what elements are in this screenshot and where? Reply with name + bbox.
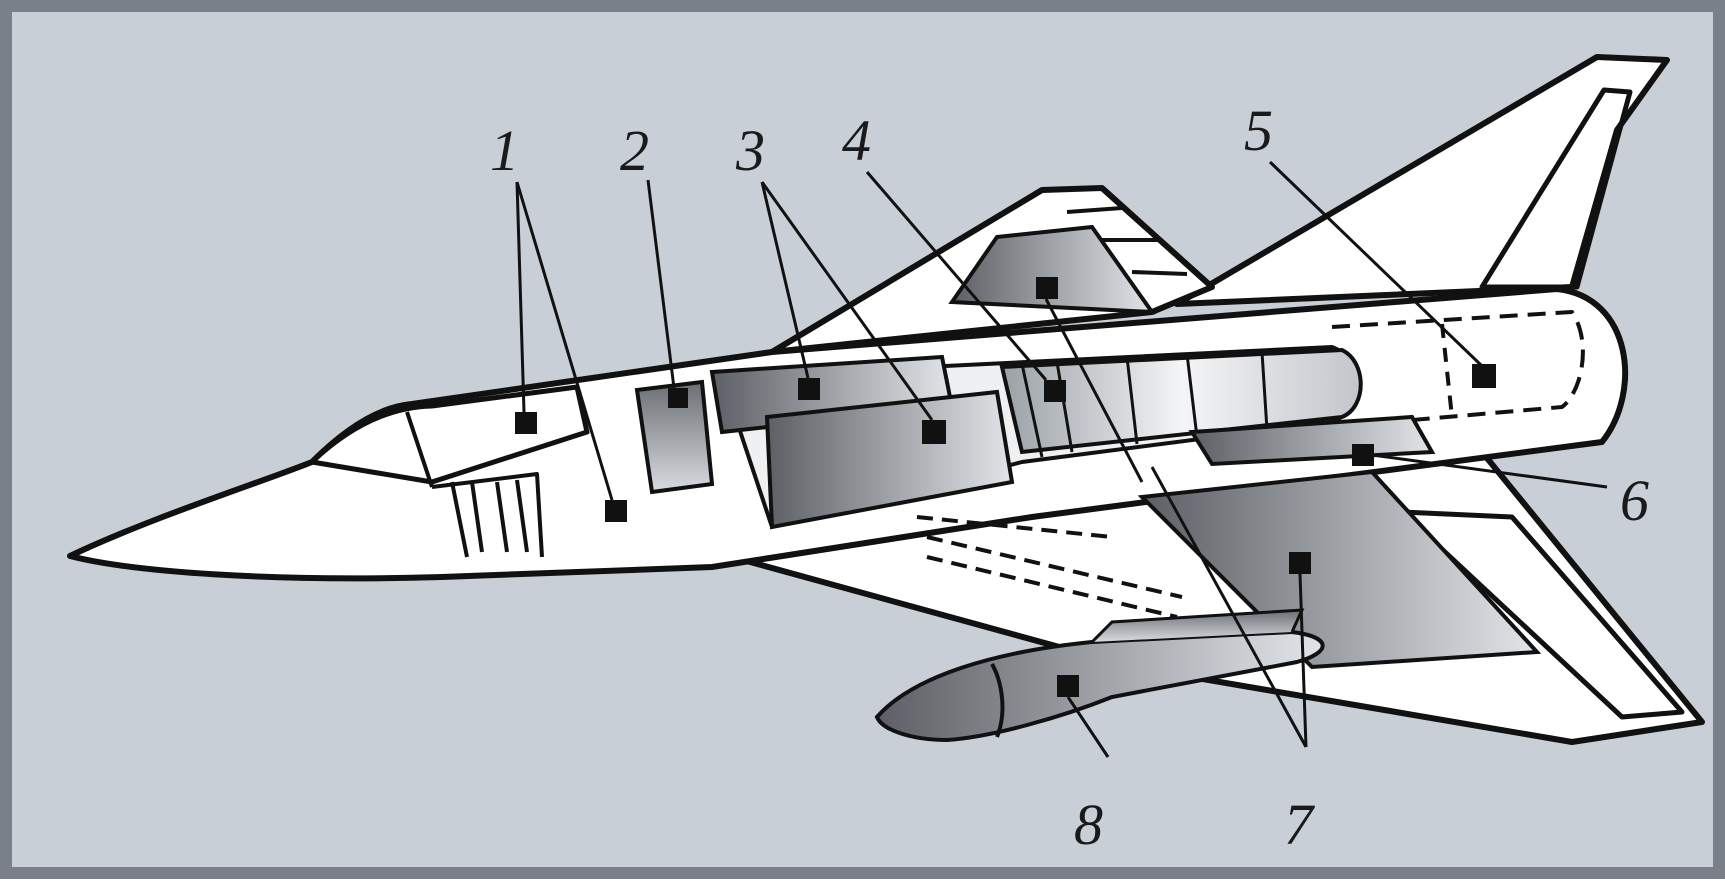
lower-wing-tank (1137, 469, 1542, 670)
callout-8: 8 (1074, 792, 1103, 857)
marker-2 (668, 388, 688, 408)
forward-fuselage-tank (634, 379, 715, 495)
callout-4: 4 (842, 108, 871, 173)
marker-5 (1472, 364, 1496, 388)
marker-7 (1289, 552, 1311, 574)
callout-1: 1 (490, 118, 519, 183)
marker-4b (1044, 380, 1066, 402)
forward-bay-frame (405, 411, 544, 558)
marker-6 (1352, 444, 1374, 466)
marker-1a (515, 412, 537, 434)
callout-3: 3 (735, 118, 765, 183)
center-tank-main (764, 389, 1015, 530)
leader-1 (515, 181, 614, 501)
leader-2 (646, 179, 676, 389)
leader-7 (1150, 466, 1308, 748)
leader-8 (1066, 696, 1110, 758)
fuel-tanks (634, 224, 1542, 743)
marker-4a (1036, 277, 1058, 299)
upper-wing-tank (948, 224, 1157, 315)
leader-6 (1371, 453, 1608, 489)
callout-6: 6 (1620, 468, 1649, 533)
leader-lines (515, 160, 1608, 758)
callout-5: 5 (1244, 98, 1273, 163)
leader-3 (760, 181, 934, 421)
callout-2: 2 (620, 118, 649, 183)
marker-8 (1057, 675, 1079, 697)
callout-numbers: 1 2 3 4 5 6 7 8 (490, 98, 1649, 857)
leader-4 (865, 171, 1144, 483)
engine (999, 347, 1363, 455)
callout-7: 7 (1284, 792, 1315, 857)
marker-3a (798, 378, 820, 400)
component-markers (515, 277, 1496, 697)
leader-5 (1268, 160, 1484, 368)
upper-wing-flap-lines (1066, 206, 1188, 276)
marker-3b (922, 420, 946, 444)
vertical-tail-fin (1174, 54, 1670, 307)
wing-tank-dashed (916, 515, 1183, 619)
lower-wing-flap (1399, 509, 1685, 720)
rear-tank-dashed (1331, 310, 1585, 429)
marker-1b (605, 500, 627, 522)
